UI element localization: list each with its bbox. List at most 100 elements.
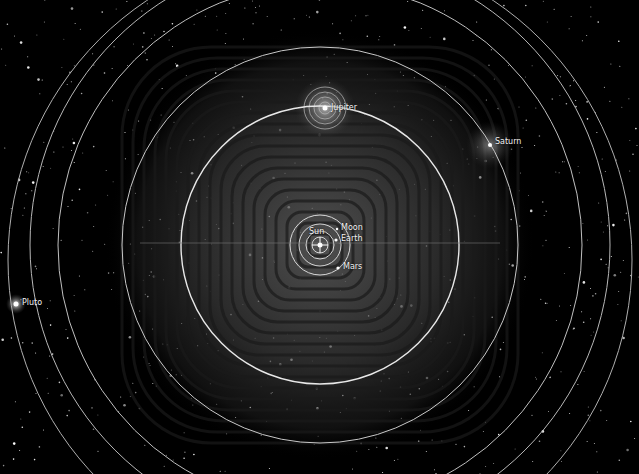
star (609, 101, 610, 102)
star (626, 213, 628, 215)
star (569, 247, 570, 248)
star (13, 458, 15, 460)
star (98, 451, 99, 452)
star (95, 204, 96, 205)
star (575, 100, 576, 101)
star (22, 215, 23, 216)
star (61, 67, 62, 68)
star (3, 465, 5, 467)
star (101, 11, 103, 13)
star (225, 13, 226, 14)
star (106, 170, 107, 171)
star (133, 44, 134, 45)
star (259, 6, 260, 7)
star (544, 215, 545, 216)
star (573, 328, 574, 329)
star (594, 443, 595, 444)
star (252, 1, 253, 2)
star (542, 245, 543, 246)
star (612, 224, 615, 227)
star (443, 38, 446, 41)
star (570, 305, 571, 306)
star (473, 40, 474, 41)
star (606, 264, 607, 265)
star (587, 441, 588, 442)
star (184, 432, 185, 433)
star (582, 40, 583, 41)
star (20, 419, 21, 420)
star (27, 56, 28, 57)
star (175, 63, 176, 65)
star (352, 469, 353, 470)
star (59, 382, 61, 384)
star (306, 15, 307, 16)
pattern-ring (309, 234, 331, 256)
star (11, 337, 13, 339)
star (379, 36, 380, 37)
star (173, 460, 174, 461)
star (464, 446, 466, 448)
star (5, 65, 6, 66)
star (608, 267, 609, 268)
star (220, 471, 221, 472)
star (68, 410, 70, 412)
star (91, 407, 93, 409)
star (252, 23, 254, 25)
star (564, 161, 565, 162)
pattern-ring (232, 157, 408, 333)
star (571, 16, 572, 17)
star (92, 251, 93, 252)
star (229, 3, 230, 4)
star (66, 415, 68, 417)
star (256, 12, 257, 13)
orbit-lines (8, 0, 632, 474)
star (31, 190, 32, 191)
star (619, 66, 620, 67)
star (523, 128, 524, 129)
star (483, 431, 484, 432)
star (549, 377, 551, 379)
star (61, 240, 62, 241)
star (569, 86, 570, 87)
planet-label: Mars (343, 263, 362, 271)
star (592, 295, 594, 297)
star (525, 77, 526, 78)
sun-marker (312, 237, 328, 253)
pattern-ring (254, 179, 386, 311)
star (217, 29, 218, 30)
star (193, 454, 195, 456)
star (36, 34, 37, 35)
star (142, 46, 144, 48)
star (542, 352, 543, 353)
pattern-ring (133, 58, 507, 432)
pattern-ring (177, 102, 463, 388)
star (53, 152, 54, 153)
star (244, 8, 245, 9)
star (394, 460, 395, 461)
star (47, 308, 48, 309)
star (225, 471, 226, 472)
star (547, 303, 548, 304)
pattern-ring (265, 190, 375, 300)
star (629, 140, 630, 141)
star (629, 171, 630, 172)
star (548, 411, 549, 412)
star (130, 396, 131, 397)
star (11, 208, 12, 209)
star (367, 15, 368, 16)
star (630, 421, 632, 423)
star (422, 10, 423, 11)
star (146, 59, 148, 61)
star (564, 273, 565, 274)
star (494, 79, 495, 80)
star (552, 98, 554, 100)
star (573, 328, 575, 330)
star (71, 200, 73, 202)
star (573, 80, 574, 81)
pattern-ring (199, 124, 441, 366)
star (135, 392, 137, 394)
planet-label: Earth (341, 235, 362, 243)
star (581, 311, 582, 312)
star (132, 383, 133, 384)
star (600, 259, 602, 261)
